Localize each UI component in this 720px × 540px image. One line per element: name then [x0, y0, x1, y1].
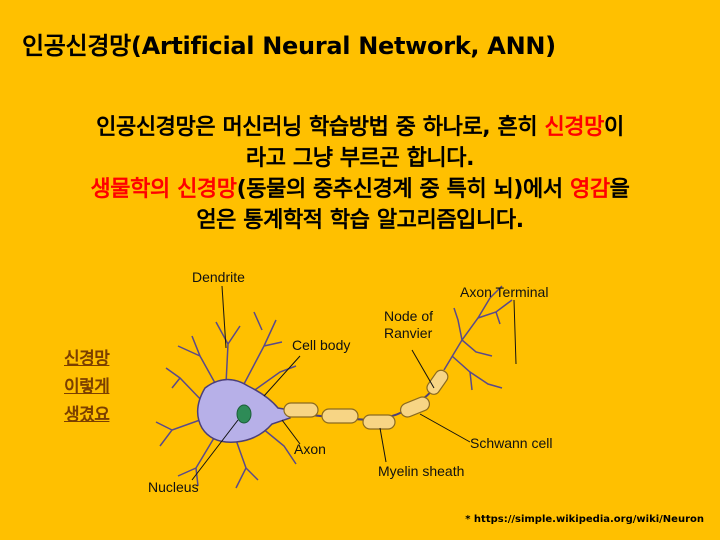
axon-terminal	[444, 286, 512, 390]
label-cell-body: Cell body	[292, 337, 350, 353]
myelin-segments	[284, 368, 450, 429]
label-schwann-cell: Schwann cell	[470, 435, 553, 451]
label-node-of-ranvier-1: Node of	[384, 308, 433, 324]
label-myelin-sheath: Myelin sheath	[378, 463, 464, 479]
side-link-2[interactable]: 이렇게	[64, 372, 109, 397]
side-link-1[interactable]: 신경망	[64, 344, 109, 369]
nucleus-shape	[237, 405, 251, 423]
label-node-of-ranvier-2: Ranvier	[384, 325, 433, 341]
side-link-3[interactable]: 생겼요	[64, 400, 109, 425]
label-axon-terminal: Axon Terminal	[460, 284, 548, 300]
label-nucleus: Nucleus	[148, 479, 199, 495]
label-axon: Axon	[294, 441, 326, 457]
source-credit: * https://simple.wikipedia.org/wiki/Neur…	[465, 514, 704, 525]
label-dendrite: Dendrite	[192, 269, 245, 285]
